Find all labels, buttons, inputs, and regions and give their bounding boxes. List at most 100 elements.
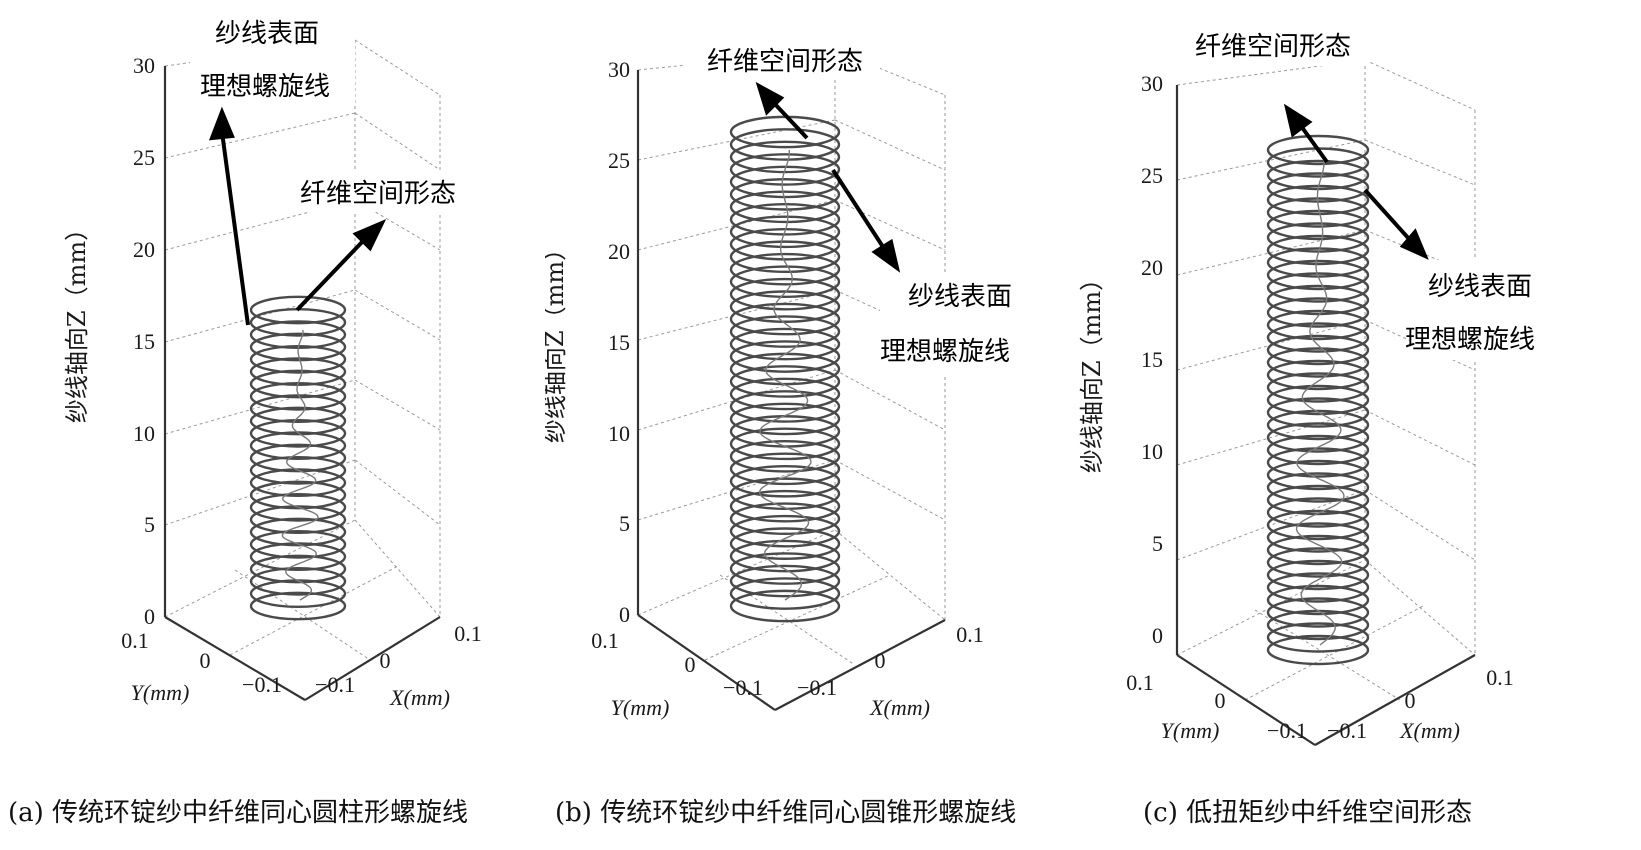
y-tick: 0.1 <box>121 628 149 653</box>
z-tick: 15 <box>608 330 630 355</box>
helix-coil <box>1266 634 1370 666</box>
y-tick: −0.1 <box>723 675 763 700</box>
helix-coil <box>729 277 841 311</box>
helix-coil <box>729 464 841 498</box>
y-ticks-c: 0.1 0 −0.1 <box>1126 670 1307 743</box>
z-tick: 5 <box>144 512 155 537</box>
z-tick: 10 <box>133 421 155 446</box>
helix-coil <box>1266 359 1370 391</box>
helix-coil <box>1266 322 1370 353</box>
x-tick: −0.1 <box>797 675 837 700</box>
helix-coil <box>1266 459 1370 491</box>
helix-coil <box>1266 434 1370 466</box>
y-axis-label: Y(mm) <box>131 680 190 705</box>
z-tick: 5 <box>619 511 630 536</box>
z-tick: 25 <box>608 148 630 173</box>
x-tick: 0 <box>875 648 886 673</box>
helix-coil <box>1266 422 1370 453</box>
helix-coil <box>729 140 841 174</box>
helix-coil <box>249 332 347 362</box>
z-ticks-b: 0 5 10 15 20 25 30 <box>608 57 630 627</box>
helix-coil <box>729 128 841 161</box>
figure-panel-b: 0 5 10 15 20 25 30 纱线轴向Z（mm） 0.1 0 −0.1 … <box>545 0 1065 850</box>
z-tick: 20 <box>133 237 155 262</box>
helix-coil <box>729 539 841 573</box>
helix-c <box>1266 134 1370 666</box>
annotation-surface-helix: 纱线表面 理想螺旋线 <box>190 14 355 104</box>
x-ticks-a: −0.1 0 0.1 <box>315 621 482 697</box>
helix-coil <box>249 480 347 510</box>
helix-coil <box>1266 597 1370 628</box>
x-tick: −0.1 <box>1327 718 1367 743</box>
caption-b: (b) 传统环锭纱中纤维同心圆锥形螺旋线 <box>555 798 1017 828</box>
fiber-path <box>1295 159 1345 646</box>
z-tick: 15 <box>133 329 155 354</box>
helix-coil <box>249 492 347 522</box>
helix-coil <box>729 265 841 299</box>
z-ticks-a: 0 5 10 15 20 25 30 <box>133 53 155 629</box>
z-tick: 25 <box>133 145 155 170</box>
z-tick: 25 <box>1141 163 1163 188</box>
z-tick: 5 <box>1152 531 1163 556</box>
helix-coil <box>1266 259 1370 291</box>
z-tick: 20 <box>608 239 630 264</box>
helix-coil <box>1266 372 1370 403</box>
x-tick: 0.1 <box>454 621 482 646</box>
helix-coil <box>1266 347 1370 378</box>
z-tick: 15 <box>1141 347 1163 372</box>
annotation-surface-helix: 纱线表面 理想螺旋线 <box>1405 260 1590 360</box>
annotation-line: 纱线表面 <box>1428 272 1532 302</box>
helix-a <box>249 295 347 621</box>
chart-b: 0 5 10 15 20 25 30 纱线轴向Z（mm） 0.1 0 −0.1 … <box>545 40 1030 720</box>
helix-coil <box>729 477 841 511</box>
helix-coil <box>729 577 841 610</box>
helix-coil <box>729 327 841 361</box>
y-tick: 0.1 <box>1126 670 1154 695</box>
annotation-line: 理想螺旋线 <box>880 337 1010 367</box>
annotation-line: 纱线表面 <box>908 282 1012 312</box>
helix-coil <box>729 427 841 461</box>
y-axis-label: Y(mm) <box>611 695 670 720</box>
annotation-line: 理想螺旋线 <box>1405 325 1535 355</box>
x-ticks-c: −0.1 0 0.1 <box>1327 665 1514 743</box>
helix-coil <box>729 215 841 249</box>
x-ticks-b: −0.1 0 0.1 <box>797 622 984 700</box>
helix-coil <box>1266 384 1370 416</box>
z-tick: 20 <box>1141 255 1163 280</box>
helix-coil <box>729 439 841 473</box>
helix-coil <box>729 564 841 598</box>
helix-coil <box>729 589 841 623</box>
helix-coil <box>1266 572 1370 603</box>
annotation-surface-helix: 纱线表面 理想螺旋线 <box>880 275 1030 375</box>
helix-coil <box>729 340 841 373</box>
helix-coil <box>729 290 841 323</box>
helix-coil <box>249 554 347 584</box>
y-axis-label: Y(mm) <box>1161 718 1220 743</box>
z-tick: 10 <box>608 421 630 446</box>
helix-coil <box>1266 234 1370 266</box>
caption-a: (a) 传统环锭纱中纤维同心圆柱形螺旋线 <box>8 798 469 828</box>
helix-coil <box>1266 584 1370 616</box>
annotation-arrows-b <box>755 81 901 273</box>
chart-a: 0 5 10 15 20 25 30 纱线轴向Z（mm） 0.1 0 −0.1 … <box>63 14 482 710</box>
x-tick: 0.1 <box>1486 665 1514 690</box>
helix-coil <box>729 190 841 224</box>
helix-coil <box>1266 547 1370 578</box>
helix-coil <box>1266 184 1370 216</box>
z-tick: 0 <box>1152 623 1163 648</box>
helix-coil <box>729 252 841 286</box>
helix-coil <box>1266 497 1370 528</box>
helix-coil <box>249 418 347 448</box>
annotation-arrows-a <box>208 106 387 326</box>
z-tick: 10 <box>1141 439 1163 464</box>
helix-coil <box>729 377 841 411</box>
annotation-line: 理想螺旋线 <box>200 72 330 102</box>
helix-coil <box>1266 209 1370 241</box>
axes-c <box>1175 85 1476 746</box>
helix-coil <box>1266 272 1370 303</box>
helix-coil <box>1266 409 1370 441</box>
z-axis-label: 纱线轴向Z（mm） <box>1078 267 1106 473</box>
annotation-line: 纤维空间形态 <box>1195 32 1351 62</box>
z-tick: 30 <box>608 57 630 82</box>
figure-panel-c: 0 5 10 15 20 25 30 纱线轴向Z（mm） 0.1 0 −0.1 … <box>1065 0 1641 850</box>
